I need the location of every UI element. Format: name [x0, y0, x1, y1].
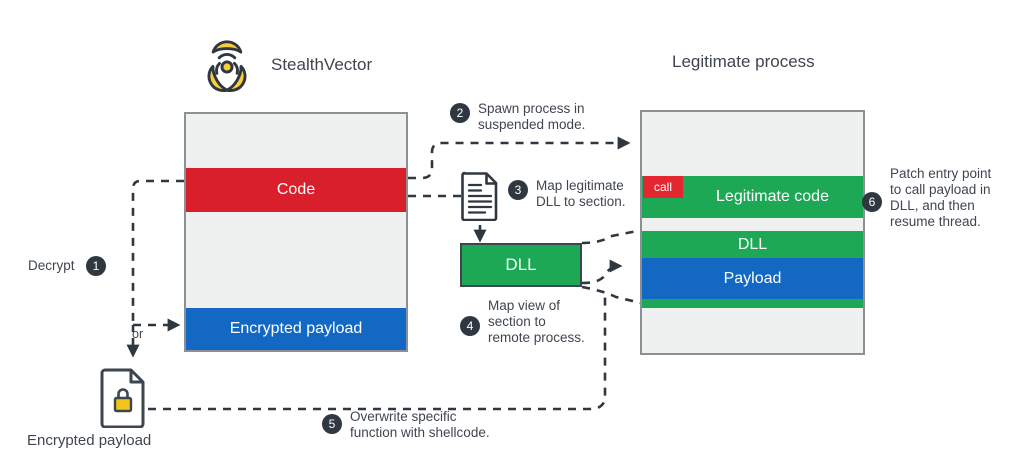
- stealthvector-box: Code Encrypted payload: [184, 112, 408, 352]
- band-code-label: Code: [276, 181, 316, 198]
- call-tag: call: [643, 176, 683, 198]
- connector-dll-to-payload: [581, 259, 623, 285]
- band-code: Code: [186, 168, 406, 212]
- band-bottom-green: [642, 299, 863, 308]
- call-tag-label: call: [653, 180, 672, 194]
- encrypted-payload-file-label: Encrypted payload: [27, 432, 152, 449]
- dll-section-label: DLL: [505, 255, 537, 274]
- connector-spawn-process: [408, 136, 631, 180]
- encrypted-file-lock-icon: [100, 368, 145, 428]
- connector-dll-to-process-dll: [581, 228, 643, 245]
- connector-decrypt-main: [131, 179, 184, 325]
- connector-dll-to-bottom-band: [581, 285, 642, 305]
- dll-section-box: DLL: [460, 243, 582, 287]
- step-3-bullet: 3: [508, 180, 528, 200]
- step-5-text: Overwrite specific function with shellco…: [350, 409, 490, 440]
- band-dll: DLL: [642, 231, 863, 258]
- band-dll-label: DLL: [737, 235, 768, 253]
- legitimate-process-title: Legitimate process: [672, 52, 815, 71]
- step-4-text: Map view of section to remote process.: [488, 298, 585, 345]
- step-6-bullet: 6: [862, 192, 882, 212]
- or-label: or: [132, 327, 144, 341]
- step-5-bullet: 5: [322, 414, 342, 434]
- step-6-text: Patch entry point to call payload in DLL…: [890, 166, 992, 229]
- band-payload: Payload: [642, 258, 863, 299]
- band-encrypted-payload-label: Encrypted payload: [229, 320, 363, 337]
- step-1-bullet: 1: [86, 256, 106, 276]
- step-3-text: Map legitimate DLL to section.: [536, 178, 626, 209]
- document-icon: [461, 171, 498, 221]
- step-2-bullet: 2: [450, 103, 470, 123]
- step-2-text: Spawn process in suspended mode.: [478, 101, 586, 132]
- band-encrypted-payload: Encrypted payload: [186, 308, 406, 350]
- band-legitimate-code-label: Legitimate code: [716, 188, 829, 205]
- band-payload-label: Payload: [723, 269, 782, 287]
- legitimate-process-box: Legitimate code call DLL Payload: [640, 110, 865, 355]
- step-1-label: Decrypt: [28, 258, 75, 273]
- stealthvector-title: StealthVector: [271, 55, 373, 74]
- biohazard-icon: [207, 40, 247, 92]
- step-4-bullet: 4: [460, 316, 480, 336]
